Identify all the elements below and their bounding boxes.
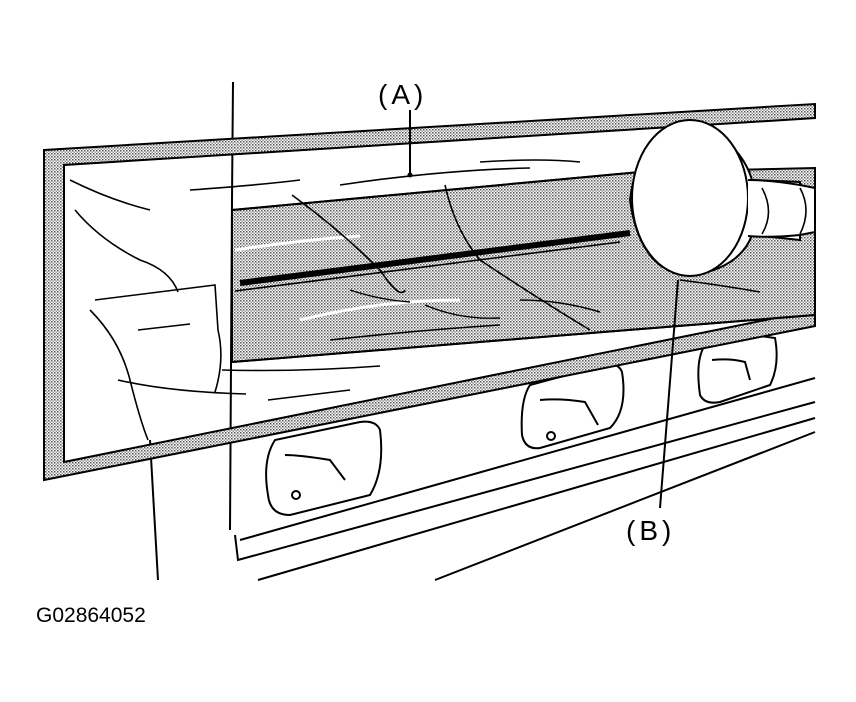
lower-door-panel: [234, 377, 816, 581]
callout-b-label: (B): [626, 515, 675, 546]
wrinkle-detail: [349, 289, 501, 319]
callout-a-label: (A): [378, 79, 427, 110]
door-frame: [149, 81, 234, 581]
leader-b: [659, 279, 679, 509]
handle-recesses: [265, 334, 778, 517]
leader-lines: [409, 110, 679, 509]
sheet-wrinkles: [69, 159, 581, 441]
window-wrinkles: [291, 184, 761, 341]
heat-gun-icon: [628, 118, 816, 278]
leader-a-dot: [407, 172, 413, 178]
figure-id: G02864052: [36, 604, 146, 627]
